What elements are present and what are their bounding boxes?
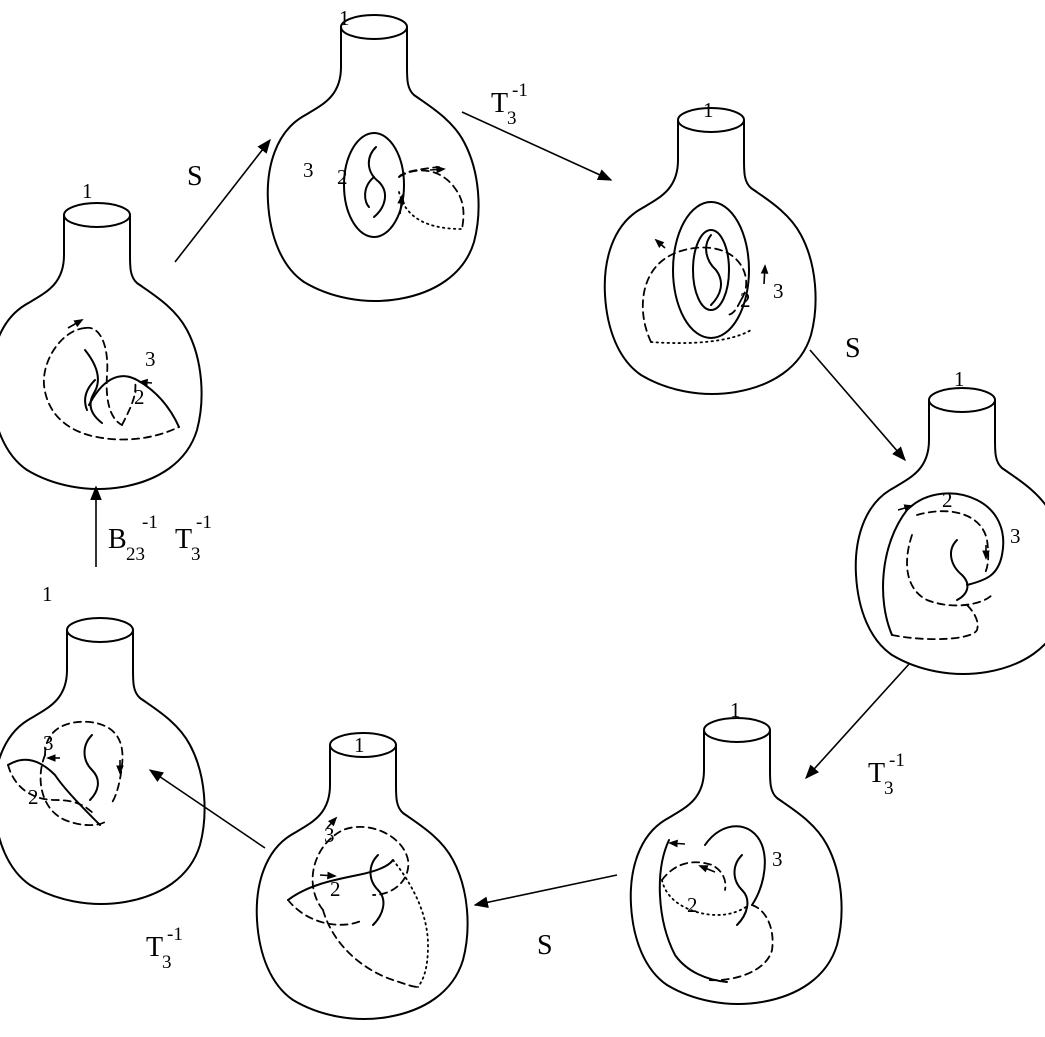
surface-2 [266,14,480,303]
surface-3 [603,107,817,396]
label-b23inv-t3inv: B 23 -1 T 3 -1 [108,512,212,565]
svg-text:B: B [108,524,127,555]
surface-6 [255,732,469,1021]
label-3-surface7: 3 [43,731,54,755]
svg-text:3: 3 [884,778,894,799]
arrow-2-to-3 [461,111,613,181]
svg-text:3: 3 [507,108,517,129]
arrow-1-to-2 [174,138,271,263]
label-2-surface2: 2 [337,165,348,189]
arrow-4-to-5 [805,662,911,780]
svg-text:-1: -1 [512,80,528,101]
surface-5 [629,717,843,1006]
label-1-surface1: 1 [82,179,93,203]
label-2-surface6: 2 [330,877,341,901]
label-2-surface5: 2 [687,893,698,917]
label-1-surface4: 1 [954,367,965,391]
label-1-surface6: 1 [354,733,365,757]
label-3-surface4: 3 [1010,524,1021,548]
surface-7 [0,617,206,906]
svg-text:-1: -1 [167,924,183,945]
label-1-surface2: 1 [339,6,350,30]
svg-text:-1: -1 [196,512,212,533]
label-s-1: S [187,161,203,192]
label-1-surface5: 1 [730,698,741,722]
label-t3inv-2: T 3 -1 [868,750,905,799]
svg-text:T: T [491,88,508,119]
surface-4 [854,387,1045,676]
svg-text:T: T [868,758,885,789]
label-2-surface3: 2 [740,288,751,312]
label-2-surface7: 2 [28,785,39,809]
svg-text:3: 3 [191,544,201,565]
label-s-3: S [537,930,553,961]
svg-text:-1: -1 [142,512,158,533]
label-t3inv-1: T 3 -1 [491,80,528,129]
surface-1 [0,202,203,491]
label-3-surface1: 3 [145,347,156,371]
label-1-surface3: 1 [703,98,714,122]
svg-text:T: T [146,932,163,963]
label-1-surface7: 1 [42,582,53,606]
arrow-5-to-6 [473,874,618,908]
label-3-surface3: 3 [773,279,784,303]
label-2-surface4: 2 [942,488,953,512]
label-s-2: S [845,333,861,364]
arrow-3-to-4 [809,349,906,462]
svg-text:23: 23 [126,544,145,565]
label-3-surface2: 3 [303,158,314,182]
svg-text:3: 3 [162,952,172,973]
svg-text:-1: -1 [889,750,905,771]
label-3-surface6: 3 [324,823,335,847]
label-t3inv-3: T 3 -1 [146,924,183,973]
arrow-6-to-7 [148,769,266,849]
svg-text:T: T [175,524,192,555]
label-3-surface5: 3 [772,847,783,871]
label-2-surface1: 2 [134,385,145,409]
